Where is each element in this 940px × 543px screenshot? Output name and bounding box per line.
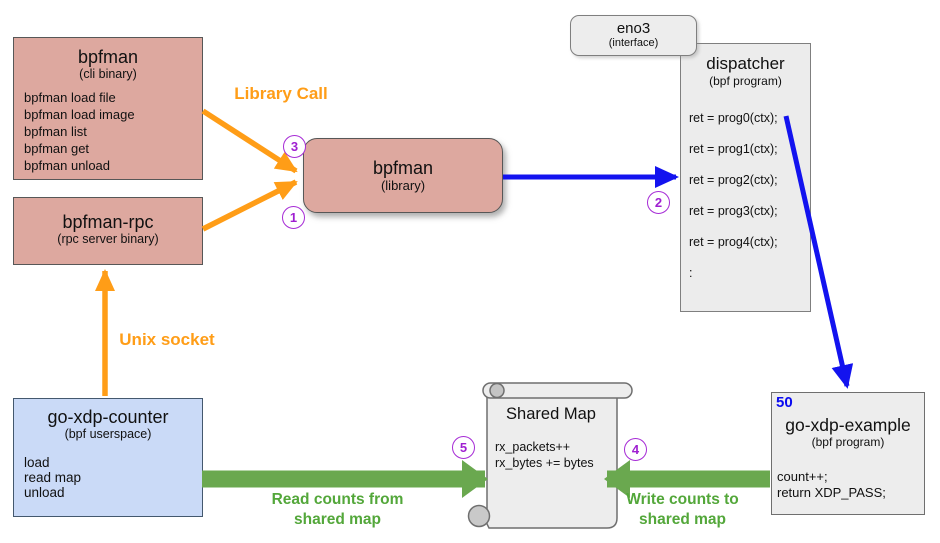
go-xdp-counter-title: go-xdp-counter (47, 407, 169, 427)
step-circle-3: 3 (283, 135, 306, 158)
scroll-bottom-curl (467, 504, 491, 528)
dispatcher-title: dispatcher (706, 54, 785, 73)
arrow-cli-to-library (201, 108, 298, 174)
eno3-subtitle: (interface) (608, 37, 659, 49)
shared-map-code: rx_packets++ rx_bytes += bytes (485, 440, 617, 471)
cli-command: bpfman load file (24, 90, 116, 105)
bpfman-cli-subtitle: (cli binary) (79, 67, 137, 81)
code-line: : (689, 266, 693, 280)
go-xdp-counter-subtitle: (bpf userspace) (64, 427, 152, 441)
go-xdp-counter-actions: load read map unload (14, 455, 202, 500)
unix-socket-label: Unix socket (119, 330, 215, 349)
scroll-top-roll (482, 382, 633, 399)
go-xdp-example-box: 50 go-xdp-example (bpf program) count++;… (771, 392, 925, 515)
cli-command: bpfman list (24, 124, 87, 139)
dispatcher-box: dispatcher (bpf program) ret = prog0(ctx… (680, 43, 811, 312)
bpfman-cli-commands: bpfman load file bpfman load image bpfma… (14, 89, 202, 174)
code-line: count++; (777, 469, 828, 484)
eno3-title: eno3 (616, 20, 651, 37)
bpfman-cli-box: bpfman (cli binary) bpfman load file bpf… (13, 37, 203, 180)
cli-command: bpfman load image (24, 107, 135, 122)
eno3-interface-box: eno3 (interface) (570, 15, 697, 56)
go-xdp-counter-box: go-xdp-counter (bpf userspace) load read… (13, 398, 203, 517)
code-line: ret = prog4(ctx); (689, 235, 778, 249)
code-line: rx_bytes += bytes (495, 455, 594, 470)
library-call-label: Library Call (234, 84, 328, 103)
bpfman-rpc-box: bpfman-rpc (rpc server binary) (13, 197, 203, 265)
go-xdp-example-title: go-xdp-example (785, 415, 911, 435)
write-counts-label: Write counts to shared map (626, 491, 739, 528)
scroll-top-curl (489, 382, 505, 399)
code-line: ret = prog2(ctx); (689, 173, 778, 187)
step-circle-2: 2 (647, 191, 670, 214)
bpfman-library-box: bpfman (library) (303, 138, 503, 213)
bpfman-cli-title: bpfman (77, 47, 139, 67)
action-line: unload (24, 485, 65, 500)
go-xdp-example-subtitle: (bpf program) (811, 435, 885, 449)
action-line: read map (24, 470, 82, 485)
code-line: return XDP_PASS; (777, 485, 886, 500)
dispatcher-code: ret = prog0(ctx); ret = prog1(ctx); ret … (681, 111, 810, 280)
read-counts-label: Read counts from shared map (271, 491, 404, 528)
code-line: ret = prog0(ctx); (689, 111, 778, 125)
bpfman-rpc-subtitle: (rpc server binary) (57, 231, 159, 246)
shared-map-box: Shared Map rx_packets++ rx_bytes += byte… (485, 404, 617, 471)
shared-map-title: Shared Map (506, 405, 596, 423)
packet-count-badge: 50 (776, 394, 793, 411)
go-xdp-example-code: count++; return XDP_PASS; (772, 469, 924, 501)
code-line: rx_packets++ (495, 440, 571, 454)
step-circle-4: 4 (624, 438, 647, 461)
step-circle-5: 5 (452, 436, 475, 459)
code-line: ret = prog1(ctx); (689, 142, 778, 156)
bpfman-library-title: bpfman (372, 158, 434, 178)
code-line: ret = prog3(ctx); (689, 204, 778, 218)
step-circle-1: 1 (282, 206, 305, 229)
bpfman-rpc-title: bpfman-rpc (62, 211, 154, 232)
bpfman-library-subtitle: (library) (380, 178, 426, 193)
cli-command: bpfman unload (24, 158, 111, 173)
action-line: load (24, 455, 50, 470)
dispatcher-subtitle: (bpf program) (709, 74, 782, 88)
cli-command: bpfman get (24, 141, 90, 156)
